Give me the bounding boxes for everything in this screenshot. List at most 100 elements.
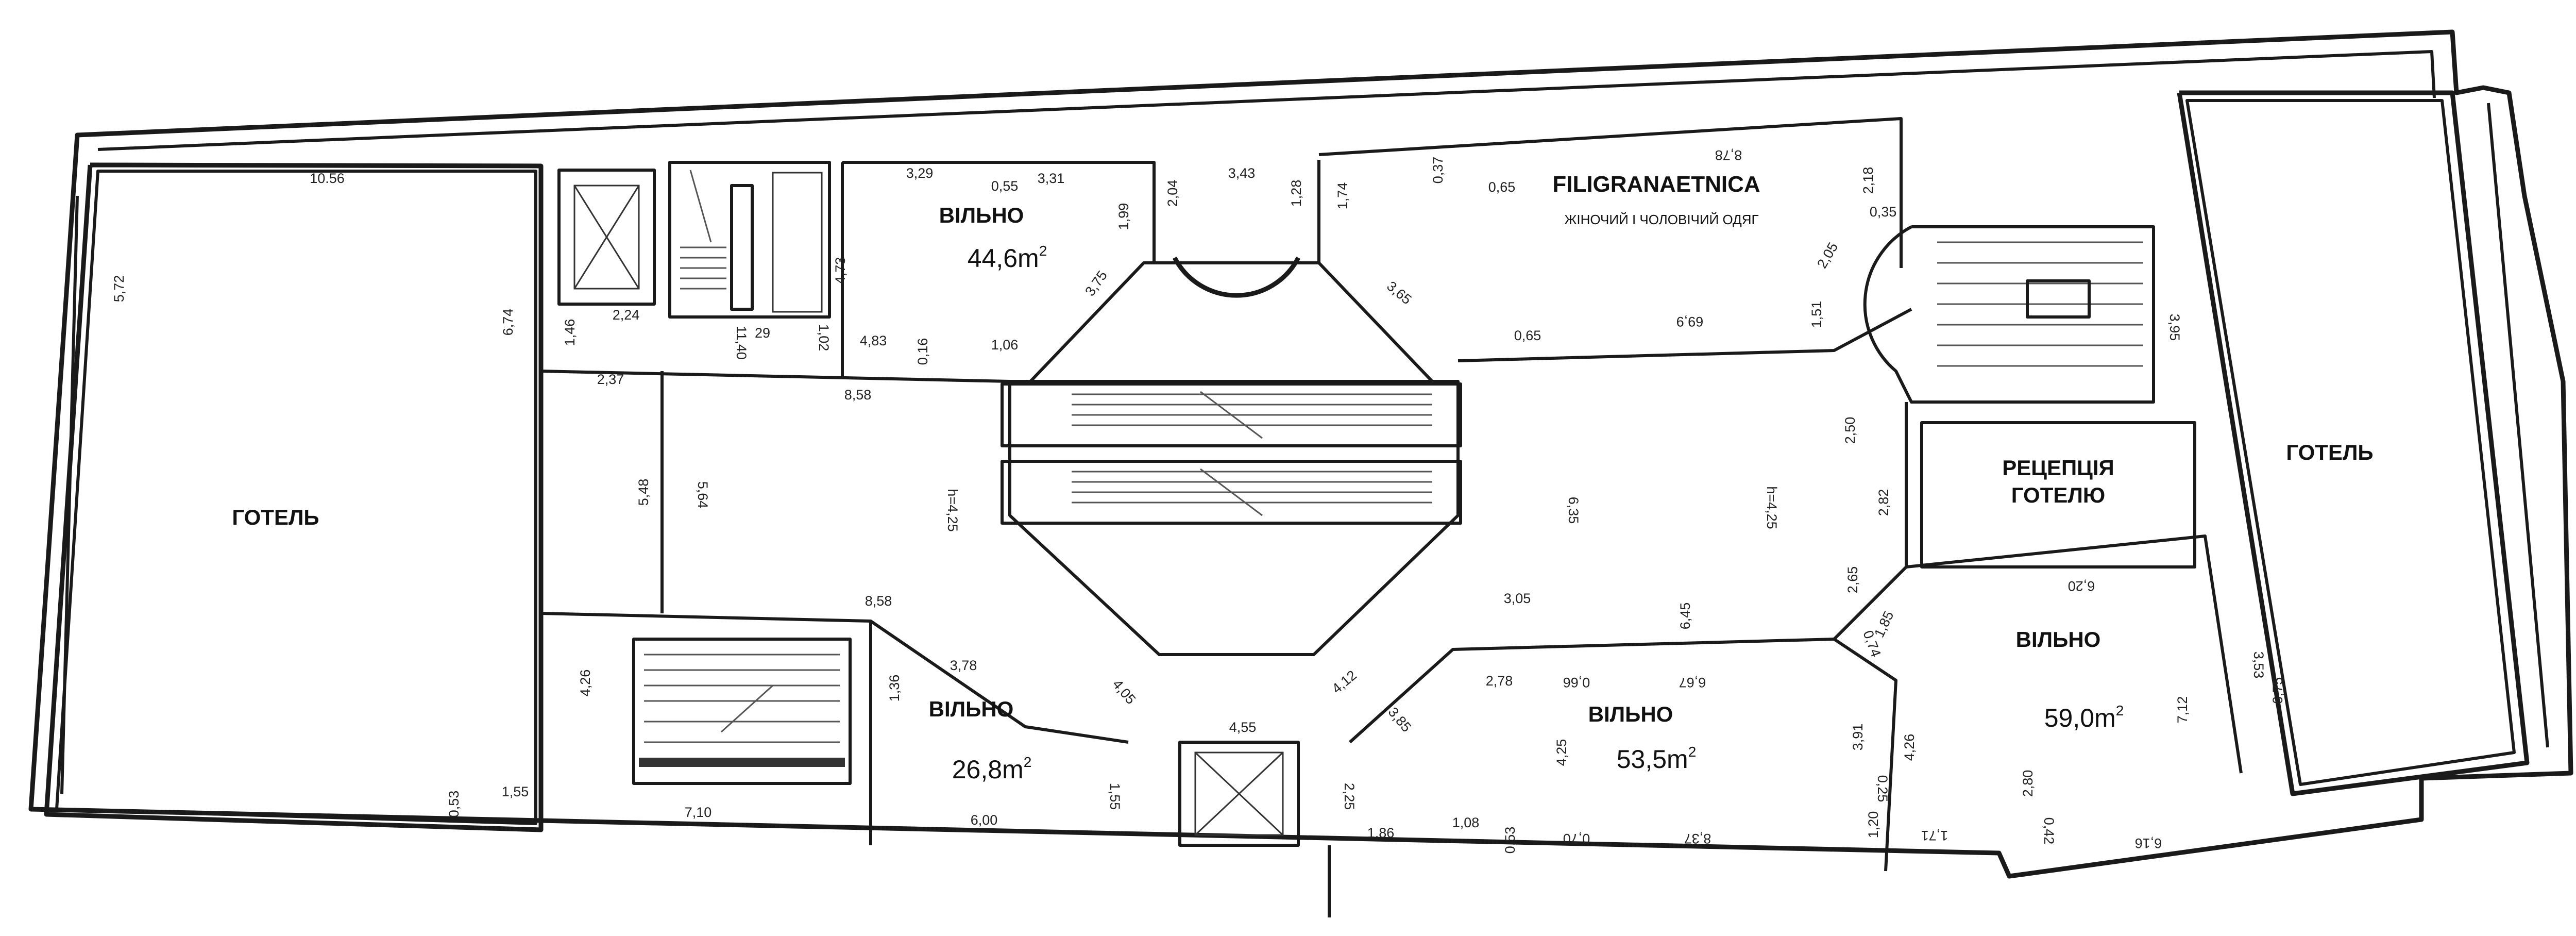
dim-label: 1,99 (1116, 203, 1131, 230)
hotel-right-walls (2177, 90, 2549, 796)
room-label-reception-line1: РЕЦЕПЦІЯ (2002, 456, 2114, 480)
room-label-free-bottom-left: ВІЛЬНО (929, 697, 1014, 721)
dim-label: 3,43 (1228, 165, 1256, 181)
dim-label: 0,65 (1488, 179, 1516, 195)
rotunda-stair (1863, 225, 2155, 404)
dim-label: 8,37 (1684, 831, 1711, 846)
dim-label: 4,26 (1902, 734, 1917, 761)
dim-label: 6,67 (1679, 675, 1706, 690)
dim-label: 3,53 (2251, 651, 2266, 679)
dim-label: 2,18 (1860, 167, 1876, 194)
dim-label: 0,66 (1563, 675, 1590, 690)
room-label-hotel-left: ГОТЕЛЬ (232, 505, 319, 529)
dim-label: 1,55 (1107, 783, 1123, 810)
dim-label: 0,70 (1563, 831, 1590, 846)
room-label-reception-line2: ГОТЕЛЮ (2011, 483, 2105, 507)
dim-label: 1,74 (1335, 182, 1350, 210)
dim-label: 69,9 (1676, 314, 1704, 329)
dim-label: 0,16 (915, 338, 930, 365)
dim-label: 3,05 (1504, 591, 1531, 606)
dim-label: 0,35 (1870, 204, 1897, 220)
dim-label: 4,05 (1110, 676, 1139, 707)
dim-label: 2,37 (597, 372, 624, 387)
dim-label: 2,25 (1342, 783, 1357, 810)
stair-core-top-left (557, 161, 831, 319)
dim-label: 0,37 (1430, 157, 1446, 184)
dim-label: 2,50 (1842, 417, 1858, 444)
dim-label: 1,28 (1289, 180, 1304, 207)
dim-label: 1,71 (1921, 828, 1948, 843)
store-subtitle-filigrana: ЖІНОЧИЙ І ЧОЛОВІЧИЙ ОДЯГ (1564, 212, 1758, 227)
dim-label: 6,16 (2135, 835, 2162, 851)
dim-label: 1,02 (816, 324, 832, 352)
room-label-free-bottom-mid: ВІЛЬНО (1588, 702, 1673, 726)
dim-label: 0,53 (446, 791, 462, 818)
dim-label: 0,53 (1502, 827, 1518, 854)
dim-label: 1,55 (502, 784, 529, 799)
hotel-left-walls (44, 162, 544, 832)
dim-label: 5,64 (695, 481, 710, 509)
dim-label: 3,95 (2167, 314, 2182, 341)
dim-label: 5,72 (111, 275, 127, 303)
dim-label: 7,10 (685, 805, 712, 820)
dim-label: 3,91 (1850, 724, 1866, 751)
dim-label: 6,75 (2270, 677, 2285, 705)
dim-label: 4,73 (833, 257, 848, 285)
room-label-hotel-right: ГОТЕЛЬ (2286, 440, 2373, 464)
dim-label: 3,29 (906, 165, 934, 181)
outer-walls (28, 29, 2573, 879)
dim-label: 4,12 (1329, 667, 1360, 697)
dim-label: 6,35 (1566, 497, 1581, 524)
dim-label: 6,74 (500, 309, 516, 336)
dim-label: 4,25 (1554, 739, 1569, 766)
store-title-filigrana: FILIGRANAETNICA (1552, 172, 1760, 197)
dim-label: 1,86 (1367, 825, 1395, 841)
dim-label: 8,78 (1715, 147, 1742, 163)
dim-label: 3,78 (950, 658, 977, 673)
room-area-free-bottom-mid: 53,5m2 (1617, 744, 1697, 774)
dim-label: h=4,25 (1764, 486, 1780, 529)
dim-label: 0,55 (991, 178, 1019, 194)
dim-label: 8,58 (844, 387, 872, 403)
dim-label: 2,04 (1165, 180, 1180, 207)
room-label-free-bottom-right: ВІЛЬНО (2016, 627, 2101, 651)
dim-label: 2,78 (1486, 673, 1513, 689)
dimension-labels: 10.56 5,72 6,74 3,29 0,55 3,31 2,04 3,43… (111, 147, 2285, 854)
dim-label: 1,51 (1809, 301, 1824, 328)
dim-label: h=4,25 (945, 489, 960, 531)
dim-label: 0,25 (1875, 775, 1890, 803)
room-area-free-bottom-right: 59,0m2 (2044, 703, 2124, 732)
dim-label: 3,65 (1384, 278, 1415, 308)
dim-label: 2,05 (1814, 240, 1841, 271)
atrium-escalators (1001, 256, 1462, 656)
room-label-free-top: ВІЛЬНО (939, 203, 1024, 227)
dim-label: 2,80 (2020, 770, 2036, 797)
dim-label: 1,20 (1866, 811, 1881, 839)
dim-label: 6,20 (2068, 578, 2095, 594)
dim-label: 3,75 (1082, 268, 1110, 299)
room-area-free-bottom-left: 26,8m2 (952, 754, 1032, 784)
dim-label: 5,48 (636, 479, 651, 506)
dim-label: 3,85 (1385, 704, 1415, 735)
dim-label: 8,58 (865, 593, 892, 609)
dim-label: 6,00 (971, 812, 998, 828)
dim-label: 10.56 (310, 171, 345, 186)
dim-label: 11,40 (734, 326, 749, 360)
dim-label: 1,08 (1452, 815, 1480, 830)
dim-label: 1,46 (562, 319, 578, 346)
elevator-bottom (1178, 741, 1300, 847)
dim-label: 7,12 (2175, 696, 2190, 724)
dim-label: 1,36 (887, 675, 902, 702)
dim-label: 0,42 (2041, 817, 2057, 845)
dim-label: 4,26 (578, 670, 593, 697)
dim-label: 2,65 (1845, 566, 1860, 594)
dim-label: 4,83 (860, 333, 887, 348)
dim-label: 4,55 (1229, 720, 1257, 735)
room-area-free-top: 44,6m2 (968, 243, 1047, 273)
dim-label: 1,06 (991, 337, 1019, 353)
stair-core-bottom-left (632, 638, 852, 785)
dim-label: 6,45 (1677, 603, 1693, 630)
dim-label: 2,82 (1876, 489, 1891, 516)
interior-walls (540, 117, 2243, 917)
dim-label: 29 (755, 325, 770, 341)
